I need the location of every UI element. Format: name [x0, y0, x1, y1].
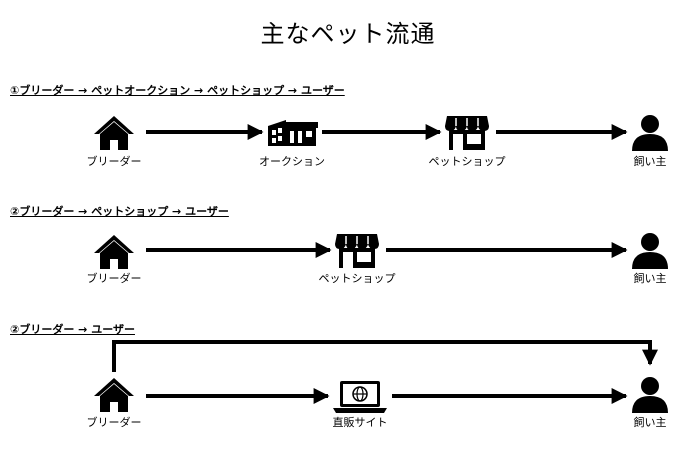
person-icon	[632, 115, 668, 151]
house-icon	[94, 235, 134, 269]
node-label-owner: 飼い主	[633, 416, 667, 429]
laptop-globe-icon	[332, 380, 388, 414]
node-label-pet-shop: ペットショップ	[318, 272, 396, 285]
person-icon	[632, 377, 668, 413]
storefront-icon	[334, 233, 380, 269]
route-2-heading: ②ブリーダー → ペットショップ → ユーザー	[10, 205, 229, 218]
node-label-pet-shop: ペットショップ	[428, 155, 506, 168]
person-icon	[632, 233, 668, 269]
house-icon	[94, 378, 134, 412]
node-label-owner: 飼い主	[633, 272, 667, 285]
diagram-title: 主なペット流通	[260, 20, 436, 48]
node-label-owner: 飼い主	[633, 155, 667, 168]
house-icon	[94, 116, 134, 150]
direct-arrow	[112, 340, 658, 372]
node-label-breeder: ブリーダー	[86, 416, 142, 429]
node-label-direct-sales-site: 直販サイト	[332, 416, 388, 429]
route-3-heading: ②ブリーダー → ユーザー	[10, 323, 135, 336]
node-label-auction: オークション	[259, 155, 325, 168]
auction-building-icon	[268, 120, 318, 146]
node-label-breeder: ブリーダー	[86, 155, 142, 168]
storefront-icon	[444, 115, 490, 151]
node-label-breeder: ブリーダー	[86, 272, 142, 285]
route-1-heading: ①ブリーダー → ペットオークション → ペットショップ → ユーザー	[10, 84, 345, 97]
